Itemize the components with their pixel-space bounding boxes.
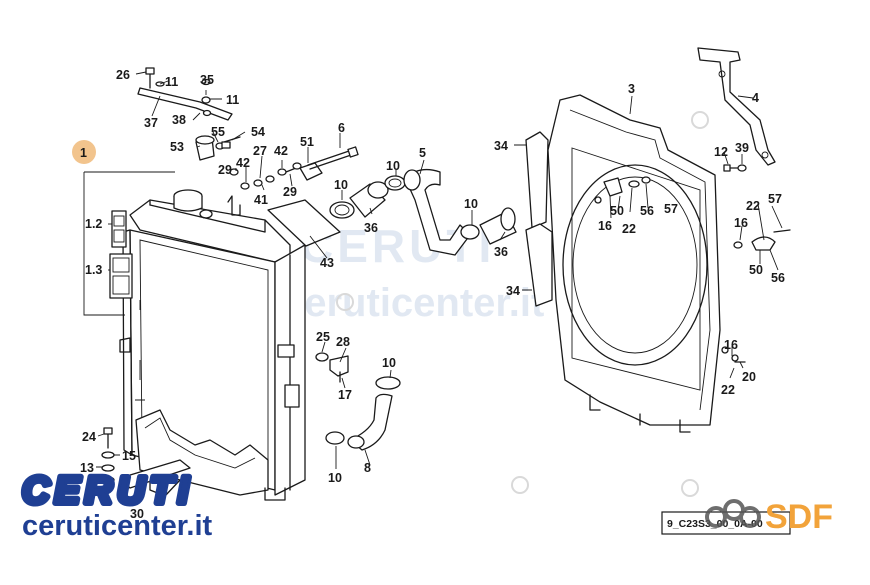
- callout-22-right: 22: [746, 199, 760, 213]
- callout-29-right: 29: [283, 185, 297, 199]
- callout-16-lower: 16: [724, 338, 738, 352]
- callout-labels: 1 26 11 35 11 37 38 55 54 53 27 42 42 29…: [72, 68, 785, 521]
- ceruti-logo-text: CERUTI: [22, 470, 193, 512]
- callout-22-shroud: 22: [622, 222, 636, 236]
- callout-43: 43: [320, 256, 334, 270]
- sdf-logo: SDF: [705, 498, 833, 536]
- upper-hose-5: [403, 168, 471, 256]
- callout-42-left: 42: [236, 156, 250, 170]
- shroud-hardware: [594, 164, 791, 363]
- callout-35: 35: [200, 73, 214, 87]
- callout-38: 38: [172, 113, 186, 127]
- callout-25: 25: [316, 330, 330, 344]
- callout-11-right: 11: [226, 93, 239, 107]
- lower-hose-8: [325, 376, 401, 451]
- callout-1-2: 1.2: [85, 217, 102, 231]
- callout-24: 24: [82, 430, 96, 444]
- callout-6: 6: [338, 121, 345, 135]
- callout-56-right: 56: [771, 271, 785, 285]
- callout-26: 26: [116, 68, 130, 82]
- callout-29-left: 29: [218, 163, 232, 177]
- callout-4: 4: [752, 91, 759, 105]
- callout-30: 30: [130, 507, 144, 521]
- callout-57-shroud: 57: [664, 202, 678, 216]
- callout-27: 27: [253, 144, 267, 158]
- callout-28: 28: [336, 335, 350, 349]
- cover-plate-43: [267, 199, 341, 247]
- long-bolt-6: [307, 146, 359, 170]
- fan-shroud-assembly: [547, 94, 721, 433]
- callout-8: 8: [364, 461, 371, 475]
- callout-15: 15: [122, 449, 136, 463]
- callout-53: 53: [170, 140, 184, 154]
- ceruti-site-text: ceruticenter.it: [22, 510, 213, 542]
- callout-16-shroud: 16: [598, 219, 612, 233]
- callout-17: 17: [338, 388, 352, 402]
- callout-16-right: 16: [734, 216, 748, 230]
- callout-20: 20: [742, 370, 756, 384]
- callout-34-bottom: 34: [506, 284, 520, 298]
- callout-1-circle: [72, 140, 96, 164]
- top-stay-bracket: [137, 67, 233, 121]
- upper-hose-left: [329, 175, 406, 219]
- callout-5: 5: [419, 146, 426, 160]
- callout-1-3: 1.3: [85, 263, 102, 277]
- callout-51: 51: [300, 135, 314, 149]
- callout-50-right: 50: [749, 263, 763, 277]
- callout-10-d: 10: [382, 356, 396, 370]
- callout-bracket-1: [83, 171, 175, 316]
- radiator-assembly: [119, 189, 306, 501]
- callout-56-shroud: 56: [640, 204, 654, 218]
- upper-hose-right: [460, 207, 517, 245]
- callout-22-lower: 22: [721, 383, 735, 397]
- callout-54: 54: [251, 125, 265, 139]
- support-bracket-4: [697, 47, 776, 166]
- ceruti-logo: CERUTI CERUTI ceruticenter.it: [19, 467, 213, 542]
- callout-39: 39: [735, 141, 749, 155]
- bottom-mount-hardware: [101, 427, 191, 489]
- callout-50-shroud: 50: [610, 204, 624, 218]
- label-plate-1-3: [108, 253, 133, 299]
- callout-37: 37: [144, 116, 158, 130]
- callout-41: 41: [254, 193, 268, 207]
- callout-57-right: 57: [768, 192, 782, 206]
- callout-1: 1: [80, 146, 87, 160]
- ceruti-logo-outline: CERUTI: [22, 470, 193, 512]
- callout-36-right: 36: [494, 245, 508, 259]
- callout-42-right: 42: [274, 144, 288, 158]
- callout-55: 55: [211, 125, 225, 139]
- callout-34-top: 34: [494, 139, 508, 153]
- sdf-logo-icon: [705, 499, 761, 528]
- callout-10-a: 10: [334, 178, 348, 192]
- callout-10-e: 10: [328, 471, 342, 485]
- callout-10-b: 10: [386, 159, 400, 173]
- leader-lines: [96, 71, 783, 469]
- sdf-logo-text: SDF: [765, 498, 833, 536]
- radiator-cap-assembly: [195, 135, 241, 161]
- callout-12: 12: [714, 145, 728, 159]
- hose-bracket-28: [315, 352, 349, 383]
- callout-36-left: 36: [364, 221, 378, 235]
- label-plate-1-2: [108, 210, 127, 248]
- callout-13: 13: [80, 461, 94, 475]
- callout-10-c: 10: [464, 197, 478, 211]
- svg-text:ceruticenter.it: ceruticenter.it: [282, 281, 544, 325]
- callout-11-top: 11: [165, 75, 178, 89]
- callout-3: 3: [628, 82, 635, 96]
- side-seal-34: [525, 131, 553, 307]
